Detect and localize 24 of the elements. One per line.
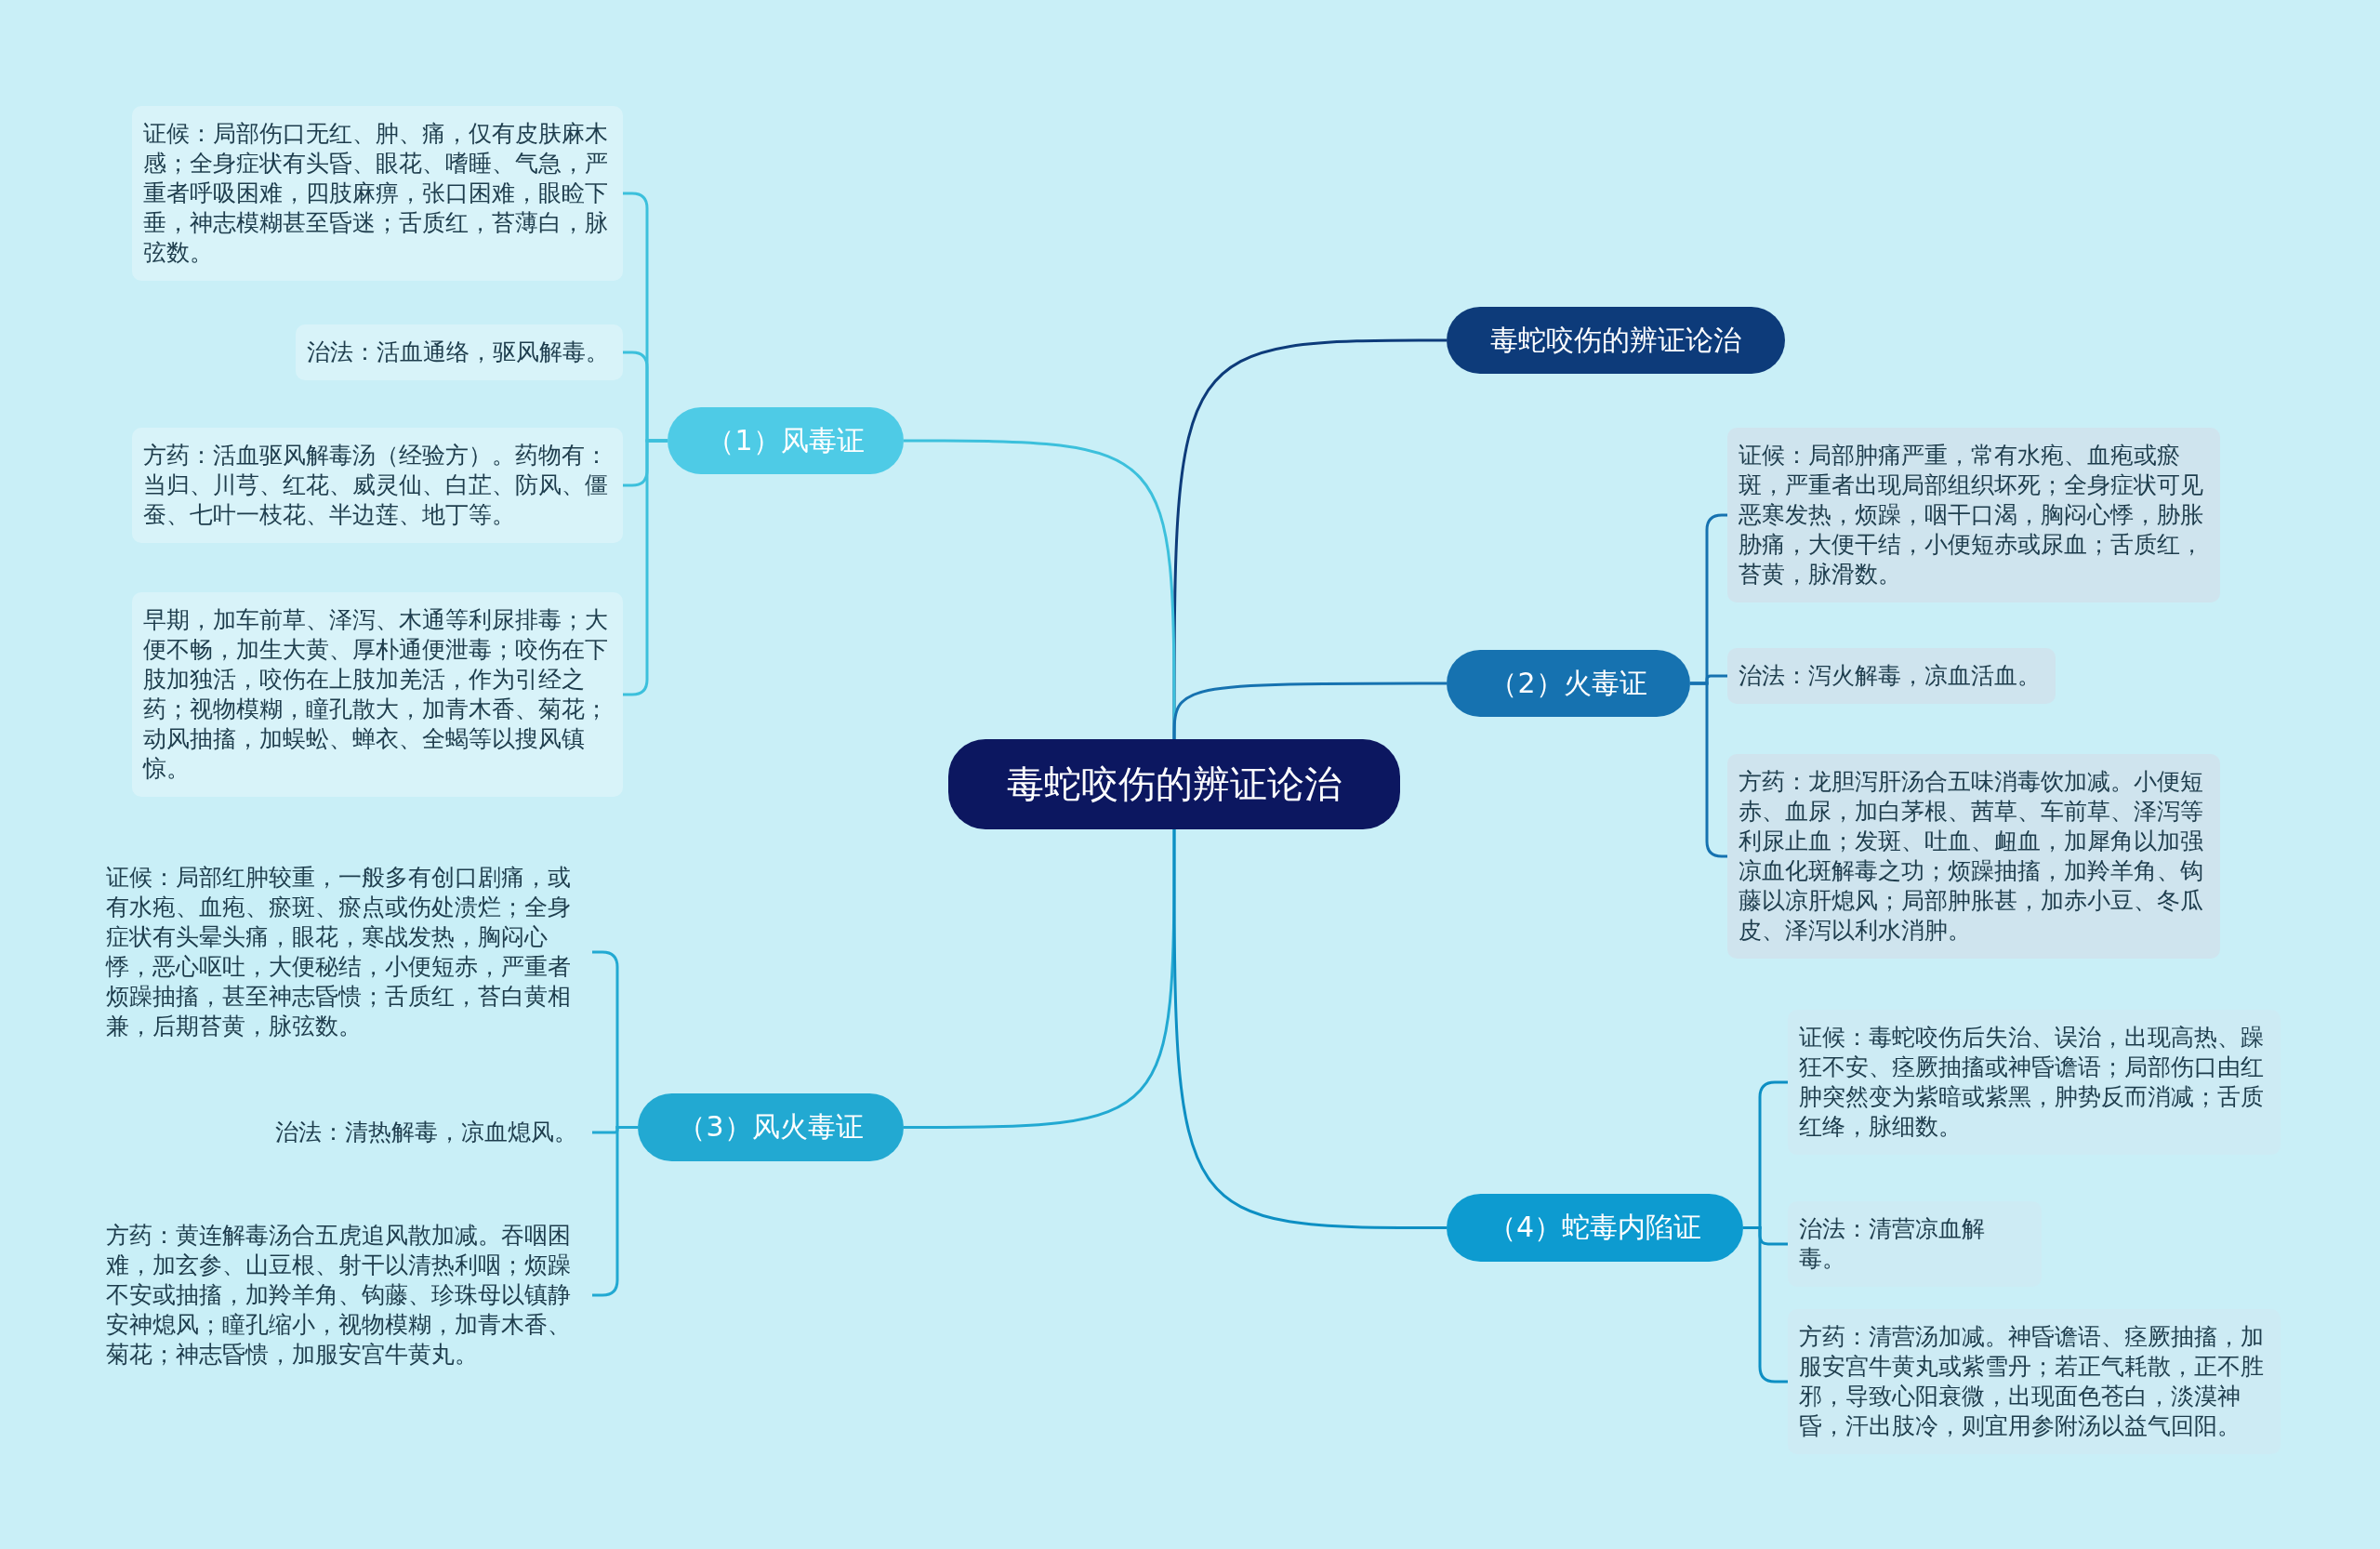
topic-box: （1）风毒证 xyxy=(668,407,904,474)
note-card: 治法：清营凉血解毒。 xyxy=(1788,1201,2042,1287)
note-text: 证候：局部红肿较重，一般多有创口剧痛，或有水疱、血疱、瘀斑、瘀点或伤处溃烂；全身症状有头晕头痛，眼花，寒战发热，胸闷心悸，恶心呕吐，大便秘结，小便短赤，严重者烦躁抽搐，甚至神志昏愦；舌质红，苔白黄相兼，后期苔黄，脉弦数。 xyxy=(97,854,592,1051)
topic-box: （4）蛇毒内陷证 xyxy=(1447,1194,1743,1262)
topic-box: （2）火毒证 xyxy=(1447,650,1690,717)
note-card: 证候：局部肿痛严重，常有水疱、血疱或瘀斑，严重者出现局部组织坏死；全身症状可见恶寒发热，烦躁，咽干口渴，胸闷心悸，胁胀胁痛，大便干结，小便短赤或尿血；舌质红，苔黄，脉滑数。 xyxy=(1727,428,2220,602)
central-topic: 毒蛇咬伤的辨证论治 xyxy=(948,739,1400,829)
note-card: 证候：毒蛇咬伤后失治、误治，出现高热、躁狂不安、痉厥抽搐或神昏谵语；局部伤口由红肿突然变为紫暗或紫黑，肿势反而消减；舌质红绛，脉细数。 xyxy=(1788,1010,2281,1155)
note-card: 方药：龙胆泻肝汤合五味消毒饮加减。小便短赤、血尿，加白茅根、茜草、车前草、泽泻等利尿止血；发斑、吐血、衄血，加犀角以加强凉血化斑解毒之功；烦躁抽搐，加羚羊角、钩藤以凉肝熄风；局部肿胀甚，加赤小豆、冬瓜皮、泽泻以利水消肿。 xyxy=(1727,754,2220,959)
connector-line xyxy=(1172,682,1447,739)
note-card: 方药：活血驱风解毒汤（经验方）。药物有：当归、川芎、红花、威灵仙、白芷、防风、僵蚕、七叶一枝花、半边莲、地丁等。 xyxy=(132,428,623,543)
note-card: 治法：泻火解毒，凉血活血。 xyxy=(1727,648,2056,704)
note-card: 治法：活血通络，驱风解毒。 xyxy=(296,324,623,380)
topic-box: （3）风火毒证 xyxy=(638,1093,904,1161)
connector-line xyxy=(904,439,1176,739)
note-card: 证候：局部伤口无红、肿、痛，仅有皮肤麻木感；全身症状有头昏、眼花、嗜睡、气急，严重者呼吸困难，四肢麻痹，张口困难，眼睑下垂，神志模糊甚至昏迷；舌质红，苔薄白，脉弦数。 xyxy=(132,106,623,281)
note-text: 方药：黄连解毒汤合五虎追风散加减。吞咽困难，加玄参、山豆根、射干以清热利咽；烦躁不安或抽搐，加羚羊角、钩藤、珍珠母以镇静安神熄风；瞳孔缩小，视物模糊，加青木香、菊花；神志昏愦，加服安宫牛黄丸。 xyxy=(97,1211,592,1379)
note-card: 方药：清营汤加减。神昏谵语、痉厥抽搐，加服安宫牛黄丸或紫雪丹；若正气耗散，正不胜邪，导致心阳衰微，出现面色苍白，淡漠神昏，汗出肢冷，则宜用参附汤以益气回阳。 xyxy=(1788,1309,2281,1454)
connector-line xyxy=(904,829,1176,1129)
connector-line xyxy=(1172,338,1447,739)
topic-box: 毒蛇咬伤的辨证论治 xyxy=(1447,307,1785,374)
note-text: 治法：清热解毒，凉血熄风。 xyxy=(266,1108,592,1157)
note-card: 早期，加车前草、泽泻、木通等利尿排毒；大便不畅，加生大黄、厚朴通便泄毒；咬伤在下肢加独活，咬伤在上肢加羌活，作为引经之药；视物模糊，瞳孔散大，加青木香、菊花；动风抽搐，加蜈蚣、蝉衣、全蝎等以搜风镇惊。 xyxy=(132,592,623,797)
connector-line xyxy=(1172,829,1447,1229)
